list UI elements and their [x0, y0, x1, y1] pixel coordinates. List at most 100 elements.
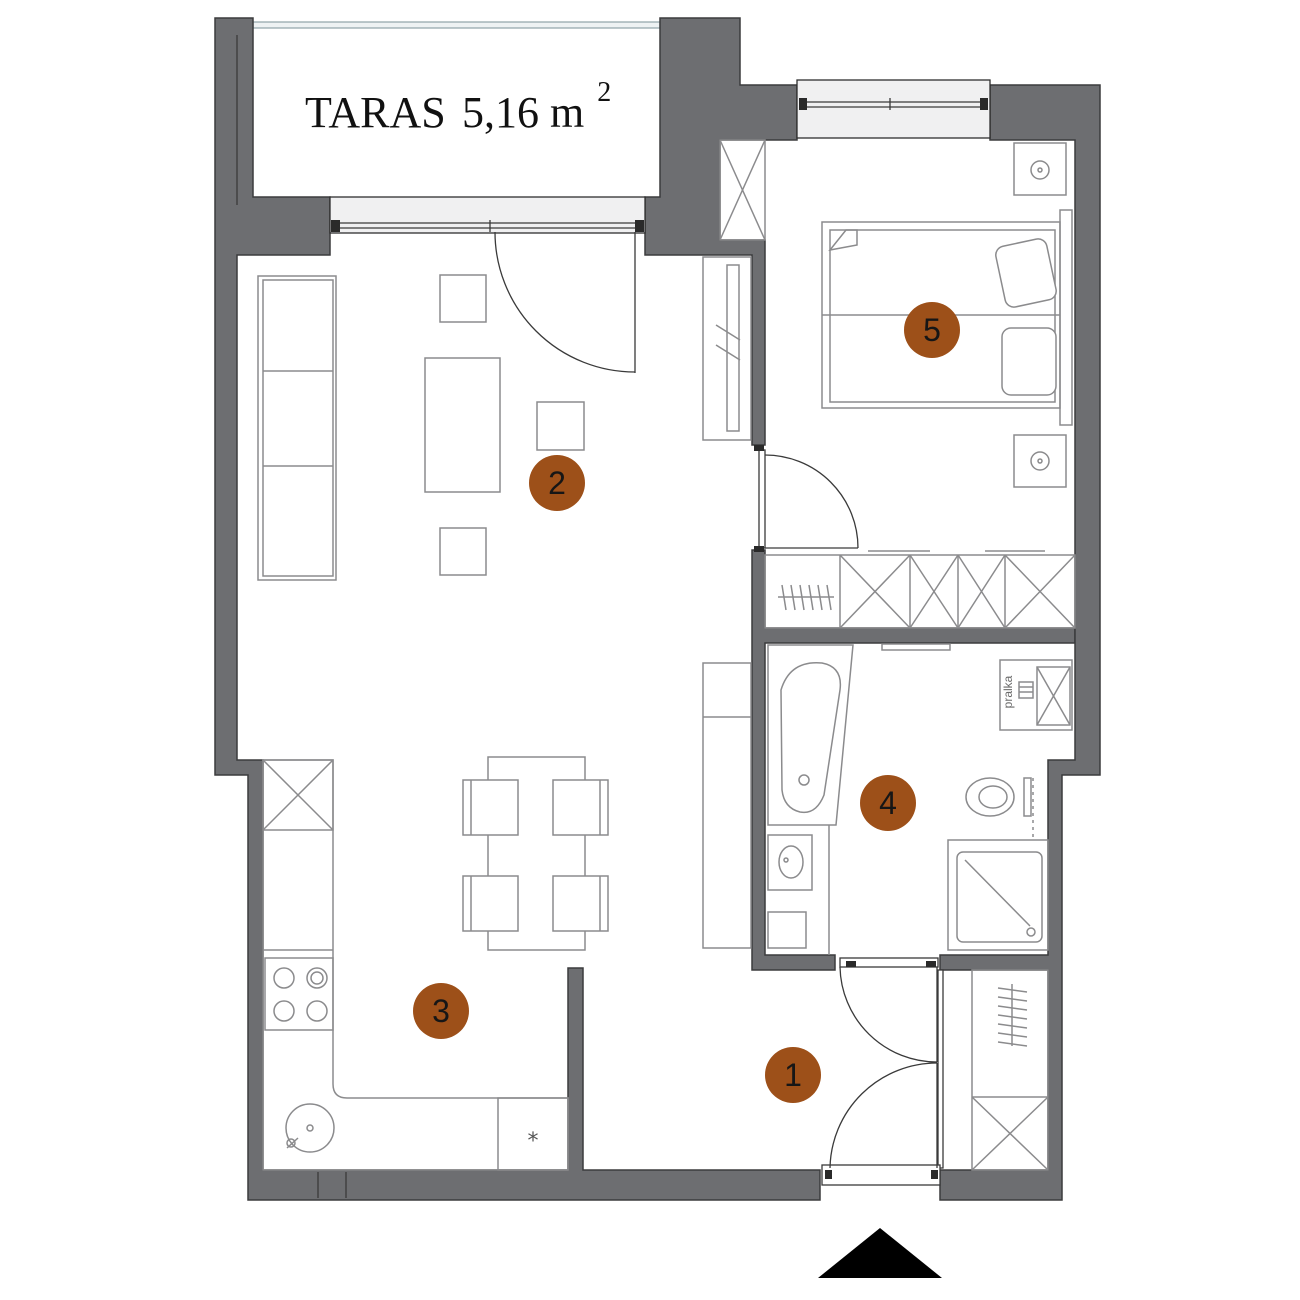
bathroom-door-jamb: [926, 961, 936, 967]
mattress: [829, 229, 1056, 403]
hall-wardrobe: [971, 969, 1049, 1171]
central-partition-wall: [751, 549, 1076, 971]
hanger-icon: [826, 584, 832, 611]
tv-cabinet: [702, 256, 752, 441]
sideboard: [702, 662, 752, 949]
washing-machine-door: [1036, 666, 1071, 726]
shower-slope-line: [964, 859, 1031, 927]
dining-chair: [462, 779, 519, 836]
entrance-door: [821, 1062, 941, 1186]
wardrobe-shelf-cross: [957, 554, 1006, 629]
wardrobe-shelf-cross: [839, 554, 911, 629]
north-wall: [644, 17, 798, 446]
hanger-icon: [997, 1041, 1028, 1047]
bedroom-furniture: [719, 139, 1076, 629]
hanger-icon: [799, 584, 805, 611]
hanger-icon: [997, 1005, 1028, 1011]
lamp-icon: [1037, 167, 1043, 173]
armchair: [439, 274, 487, 323]
bedroom-door-leaf: [758, 449, 766, 549]
walls: [214, 17, 1101, 1201]
terrace-glass-railing: [252, 21, 661, 29]
terrace-window-jamb: [635, 220, 644, 232]
tv-cabinet-detail: [715, 324, 741, 341]
shower-tray: [947, 839, 1049, 951]
sofa: [257, 275, 337, 581]
bedroom-closet-cross: [719, 139, 766, 241]
west-wall: [214, 17, 821, 1201]
room-markers: 1 2 3 4 5: [413, 302, 960, 1103]
bathroom-door-swing-arc: [839, 966, 938, 1063]
bedroom-window-jamb: [799, 98, 807, 110]
room-number: 2: [548, 465, 566, 501]
sofa-seat: [262, 279, 334, 577]
washing-machine: [999, 659, 1073, 731]
hanger-icon: [817, 584, 823, 611]
washing-machine-door-cross: [1036, 666, 1071, 726]
entrance-arrow-icon: [818, 1228, 942, 1278]
bathtub: [767, 644, 854, 826]
radiator: [1059, 209, 1073, 426]
entrance-door-swing-arc: [829, 1062, 938, 1169]
bedroom-door-swing-arc: [764, 454, 859, 549]
terrace-name: TARAS: [305, 88, 446, 137]
coffee-table: [424, 357, 501, 493]
terrace-door-swing-arc: [494, 231, 636, 373]
terrace-window: [329, 196, 646, 234]
washing-machine-drum-icon: [1018, 681, 1034, 699]
bathroom-cabinet: [767, 911, 807, 949]
wardrobe: [764, 554, 1076, 629]
terrace-area: 5,16 m: [462, 88, 584, 137]
kitchen-sink-drain: [306, 1124, 314, 1132]
wardrobe-hangers: [778, 584, 834, 611]
dining-chair: [552, 779, 609, 836]
hanger-icon: [997, 987, 1028, 993]
entrance-door-jamb: [825, 1170, 832, 1179]
bedroom-door: [754, 445, 859, 552]
bedroom-door-jamb: [754, 546, 764, 552]
nightstand: [1013, 142, 1067, 196]
stool: [439, 527, 487, 576]
terrace-area-superscript: 2: [597, 77, 611, 108]
terrace: TARAS 5,16 m 2: [252, 21, 661, 137]
kitchen-faucet-icon: [286, 1138, 296, 1148]
room-number: 5: [923, 312, 941, 348]
blanket-fold: [828, 229, 858, 252]
wardrobe-shelf-cross: [909, 554, 959, 629]
washbasin-drain: [783, 857, 789, 863]
cooktop-burner: [306, 1000, 328, 1022]
bedroom-closet: [719, 139, 766, 241]
shower-basin: [956, 851, 1043, 943]
bathroom-door-frame: [839, 957, 939, 968]
hanger-icon: [997, 1014, 1028, 1020]
room-number: 4: [879, 785, 897, 821]
hanger-icon: [808, 584, 814, 611]
toilet-tank: [1023, 777, 1032, 817]
lamp-icon: [1030, 451, 1050, 471]
room-marker-badge: [904, 302, 960, 358]
nightstand: [1013, 434, 1067, 488]
room-marker-3: 3: [413, 983, 469, 1039]
towel-radiator: [881, 643, 951, 651]
washing-machine-label: pralka: [1001, 675, 1015, 708]
wardrobe-shelf-cross: [1004, 554, 1076, 629]
hanger-icon: [790, 584, 796, 611]
bathtub-basin: [780, 662, 842, 814]
tv-screen: [726, 264, 740, 432]
kitchen-sink: [285, 1103, 335, 1153]
kitchen-furniture: *: [262, 759, 569, 1171]
washbasin-cabinet: [767, 834, 813, 891]
shower-drain: [1026, 927, 1036, 937]
terrace-window-jamb: [331, 220, 340, 232]
entrance-door-threshold: [821, 1164, 941, 1186]
bedroom-window: [796, 79, 991, 139]
fridge-cabinet: [497, 1097, 569, 1171]
room-marker-badge: [765, 1047, 821, 1103]
cooktop-burner: [273, 1000, 295, 1022]
bathroom-door: [839, 957, 939, 1063]
dining-chair: [552, 875, 609, 932]
bathroom-door-jamb: [846, 961, 856, 967]
living-room-furniture: [257, 256, 752, 949]
dining-table: [487, 756, 586, 951]
